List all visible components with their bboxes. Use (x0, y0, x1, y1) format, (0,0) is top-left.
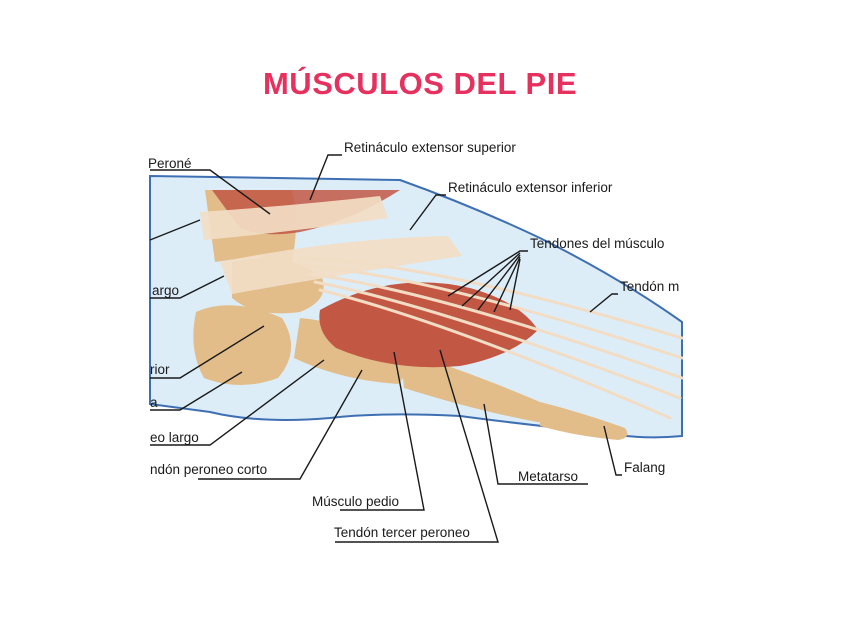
label-a: a (150, 395, 158, 410)
bone-metatarsals (400, 350, 553, 424)
label-tendones-musculo: Tendones del músculo (530, 236, 665, 251)
retinaculum-superior (200, 196, 388, 240)
bone-calcaneus (193, 305, 292, 385)
label-eo-largo: eo largo (150, 430, 199, 445)
label-retinaculo-superior: Retináculo extensor superior (344, 140, 516, 155)
label-tendon-tercer-peroneo: Tendón tercer peroneo (334, 525, 470, 540)
label-falang: Falang (624, 460, 666, 475)
label-tendon-m: Tendón m (620, 279, 680, 294)
label-musculo-pedio: Músculo pedio (312, 494, 400, 509)
label-tendon-peroneo-corto: ndón peroneo corto (150, 462, 268, 477)
diagram-title: MÚSCULOS DEL PIE (262, 66, 578, 101)
label-argo: argo (152, 283, 180, 298)
label-metatarso: Metatarso (518, 469, 579, 484)
retinaculum-inferior (220, 236, 462, 294)
leader-lines (149, 154, 622, 543)
label-perone: Peroné (148, 156, 192, 171)
label-retinaculo-inferior: Retináculo extensor inferior (448, 180, 613, 195)
label-rior: rior (150, 362, 170, 377)
